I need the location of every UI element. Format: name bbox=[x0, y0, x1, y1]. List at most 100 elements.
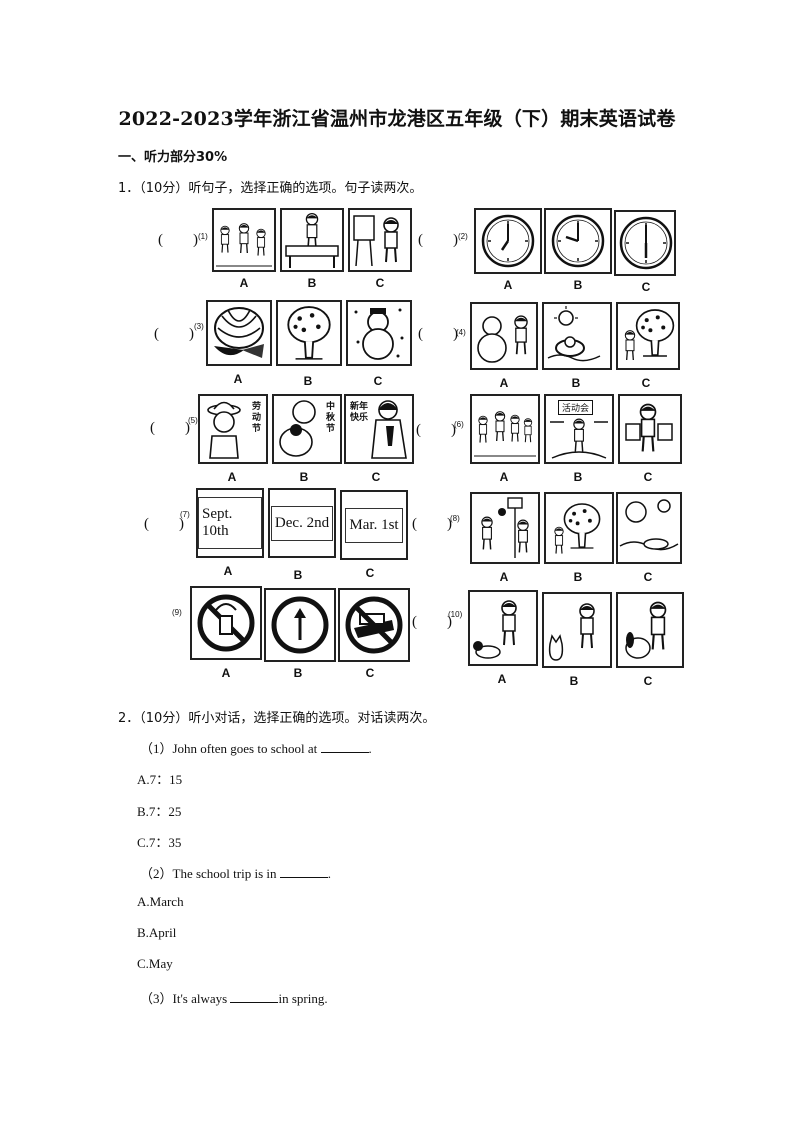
festival-caption: 新年快乐 bbox=[350, 402, 369, 423]
answer-bracket[interactable]: ( ) bbox=[154, 326, 194, 342]
option-letter: B bbox=[293, 666, 303, 680]
option-picture[interactable] bbox=[616, 592, 684, 668]
option-letter: A bbox=[503, 278, 513, 292]
answer-option[interactable]: A.7：15 bbox=[137, 772, 183, 787]
option-picture[interactable] bbox=[470, 394, 540, 464]
item-number: (5) bbox=[188, 416, 198, 425]
option-picture[interactable] bbox=[542, 302, 612, 370]
option-picture[interactable] bbox=[276, 300, 342, 366]
option-picture[interactable] bbox=[616, 302, 680, 370]
answer-bracket[interactable]: ( ) bbox=[144, 516, 184, 532]
answer-option[interactable]: A.March bbox=[137, 894, 184, 909]
option-letter: C bbox=[641, 376, 651, 390]
answer-bracket[interactable]: ( ) bbox=[412, 614, 452, 630]
answer-bracket[interactable]: ( ) bbox=[416, 422, 456, 438]
one-way-sign-icon bbox=[271, 596, 329, 654]
item-number: (2) bbox=[458, 232, 468, 241]
date-text: Mar. 1st bbox=[345, 507, 403, 543]
answer-blank[interactable] bbox=[230, 991, 279, 1003]
question-line: （3）It's always in spring. bbox=[140, 991, 328, 1006]
option-picture[interactable] bbox=[346, 300, 412, 366]
option-picture[interactable] bbox=[616, 492, 682, 564]
lion-dance-icon bbox=[371, 400, 407, 459]
item-number: (9) bbox=[172, 608, 182, 617]
item-number: (1) bbox=[198, 232, 208, 241]
girl-dog-icon bbox=[625, 601, 667, 659]
option-letter: A bbox=[499, 376, 509, 390]
option-picture[interactable] bbox=[206, 300, 272, 366]
option-picture[interactable] bbox=[470, 302, 538, 370]
option-picture[interactable] bbox=[470, 492, 540, 564]
option-picture[interactable] bbox=[264, 588, 336, 662]
option-letter: C bbox=[643, 674, 653, 688]
answer-bracket[interactable]: ( ) bbox=[418, 326, 458, 342]
option-picture[interactable]: 新年快乐 bbox=[344, 394, 414, 464]
option-picture[interactable] bbox=[618, 394, 682, 464]
boy-dog-icon bbox=[473, 599, 518, 659]
option-picture[interactable] bbox=[544, 492, 614, 564]
option-picture[interactable] bbox=[614, 210, 676, 276]
item-number: (3) bbox=[194, 322, 204, 331]
option-letter: A bbox=[233, 372, 243, 386]
option-picture[interactable]: 劳动节 bbox=[198, 394, 268, 464]
answer-blank[interactable] bbox=[279, 866, 328, 878]
question-1-heading: 1．（10分）听句子，选择正确的选项。句子读两次。 bbox=[118, 181, 423, 196]
answer-option[interactable]: C.7：35 bbox=[137, 835, 182, 850]
option-letter: B bbox=[299, 470, 309, 484]
answer-blank[interactable] bbox=[320, 741, 369, 753]
picture-options-figure: ( ) (1) A B C ( ) (2) A B C ( ) (3 bbox=[140, 200, 685, 690]
option-picture[interactable] bbox=[212, 208, 276, 272]
option-letter: B bbox=[569, 674, 579, 688]
girl-reading-icon bbox=[625, 403, 673, 453]
option-picture[interactable]: Sept. 10th bbox=[196, 488, 264, 558]
option-letter: A bbox=[239, 276, 249, 290]
swimming-icon bbox=[547, 306, 601, 362]
item-number: (7) bbox=[180, 510, 190, 519]
option-letter: C bbox=[373, 374, 383, 388]
question-2-heading: 2．（10分）听小对话，选择正确的选项。对话读两次。 bbox=[118, 711, 436, 726]
option-letter: B bbox=[307, 276, 317, 290]
question-line: （2）The school trip is in . bbox=[140, 866, 331, 881]
snowman-icon bbox=[354, 308, 404, 360]
option-picture[interactable]: Dec. 2nd bbox=[268, 488, 336, 558]
section-heading: 一、听力部分30% bbox=[118, 150, 228, 165]
option-letter: B bbox=[573, 278, 583, 292]
option-picture[interactable]: 中秋节 bbox=[272, 394, 342, 464]
option-picture[interactable] bbox=[338, 588, 410, 662]
page-title: 2022-2023学年浙江省温州市龙港区五年级（下）期末英语试卷 bbox=[118, 108, 676, 130]
boy-writing-icon bbox=[285, 212, 339, 268]
festival-caption: 劳动节 bbox=[252, 402, 262, 434]
girl-cat-icon bbox=[548, 602, 596, 661]
class-group-icon bbox=[474, 410, 536, 457]
option-letter: C bbox=[641, 280, 651, 294]
option-picture[interactable] bbox=[544, 208, 612, 274]
answer-option[interactable]: B.7：25 bbox=[137, 804, 182, 819]
option-picture[interactable] bbox=[280, 208, 344, 272]
apple-tree-icon bbox=[287, 306, 331, 360]
option-letter: A bbox=[499, 570, 509, 584]
answer-option[interactable]: C.May bbox=[137, 956, 173, 971]
answer-option[interactable]: B.April bbox=[137, 925, 177, 940]
sports-day-icon bbox=[550, 418, 608, 459]
option-picture[interactable]: 活动会 bbox=[544, 394, 614, 464]
option-letter: B bbox=[573, 570, 583, 584]
option-picture[interactable] bbox=[190, 586, 262, 660]
item-number: (10) bbox=[448, 610, 463, 619]
girl-painting-icon bbox=[353, 215, 399, 267]
answer-bracket[interactable]: ( ) bbox=[150, 420, 190, 436]
option-picture[interactable] bbox=[542, 592, 612, 668]
answer-bracket[interactable]: ( ) bbox=[158, 232, 198, 248]
answer-bracket[interactable]: ( ) bbox=[412, 516, 452, 532]
answer-bracket[interactable]: ( ) bbox=[418, 232, 458, 248]
option-picture[interactable] bbox=[348, 208, 412, 272]
no-eating-sign-icon bbox=[345, 596, 403, 654]
clock-icon bbox=[619, 216, 673, 270]
option-picture[interactable]: Mar. 1st bbox=[340, 490, 408, 560]
option-picture[interactable] bbox=[468, 590, 538, 666]
moon-festival-icon bbox=[279, 400, 316, 457]
option-picture[interactable] bbox=[474, 208, 542, 274]
fruit-tree-icon bbox=[554, 503, 601, 555]
banner-text: 活动会 bbox=[558, 400, 594, 415]
option-letter: A bbox=[499, 470, 509, 484]
item-number: (8) bbox=[450, 514, 460, 523]
